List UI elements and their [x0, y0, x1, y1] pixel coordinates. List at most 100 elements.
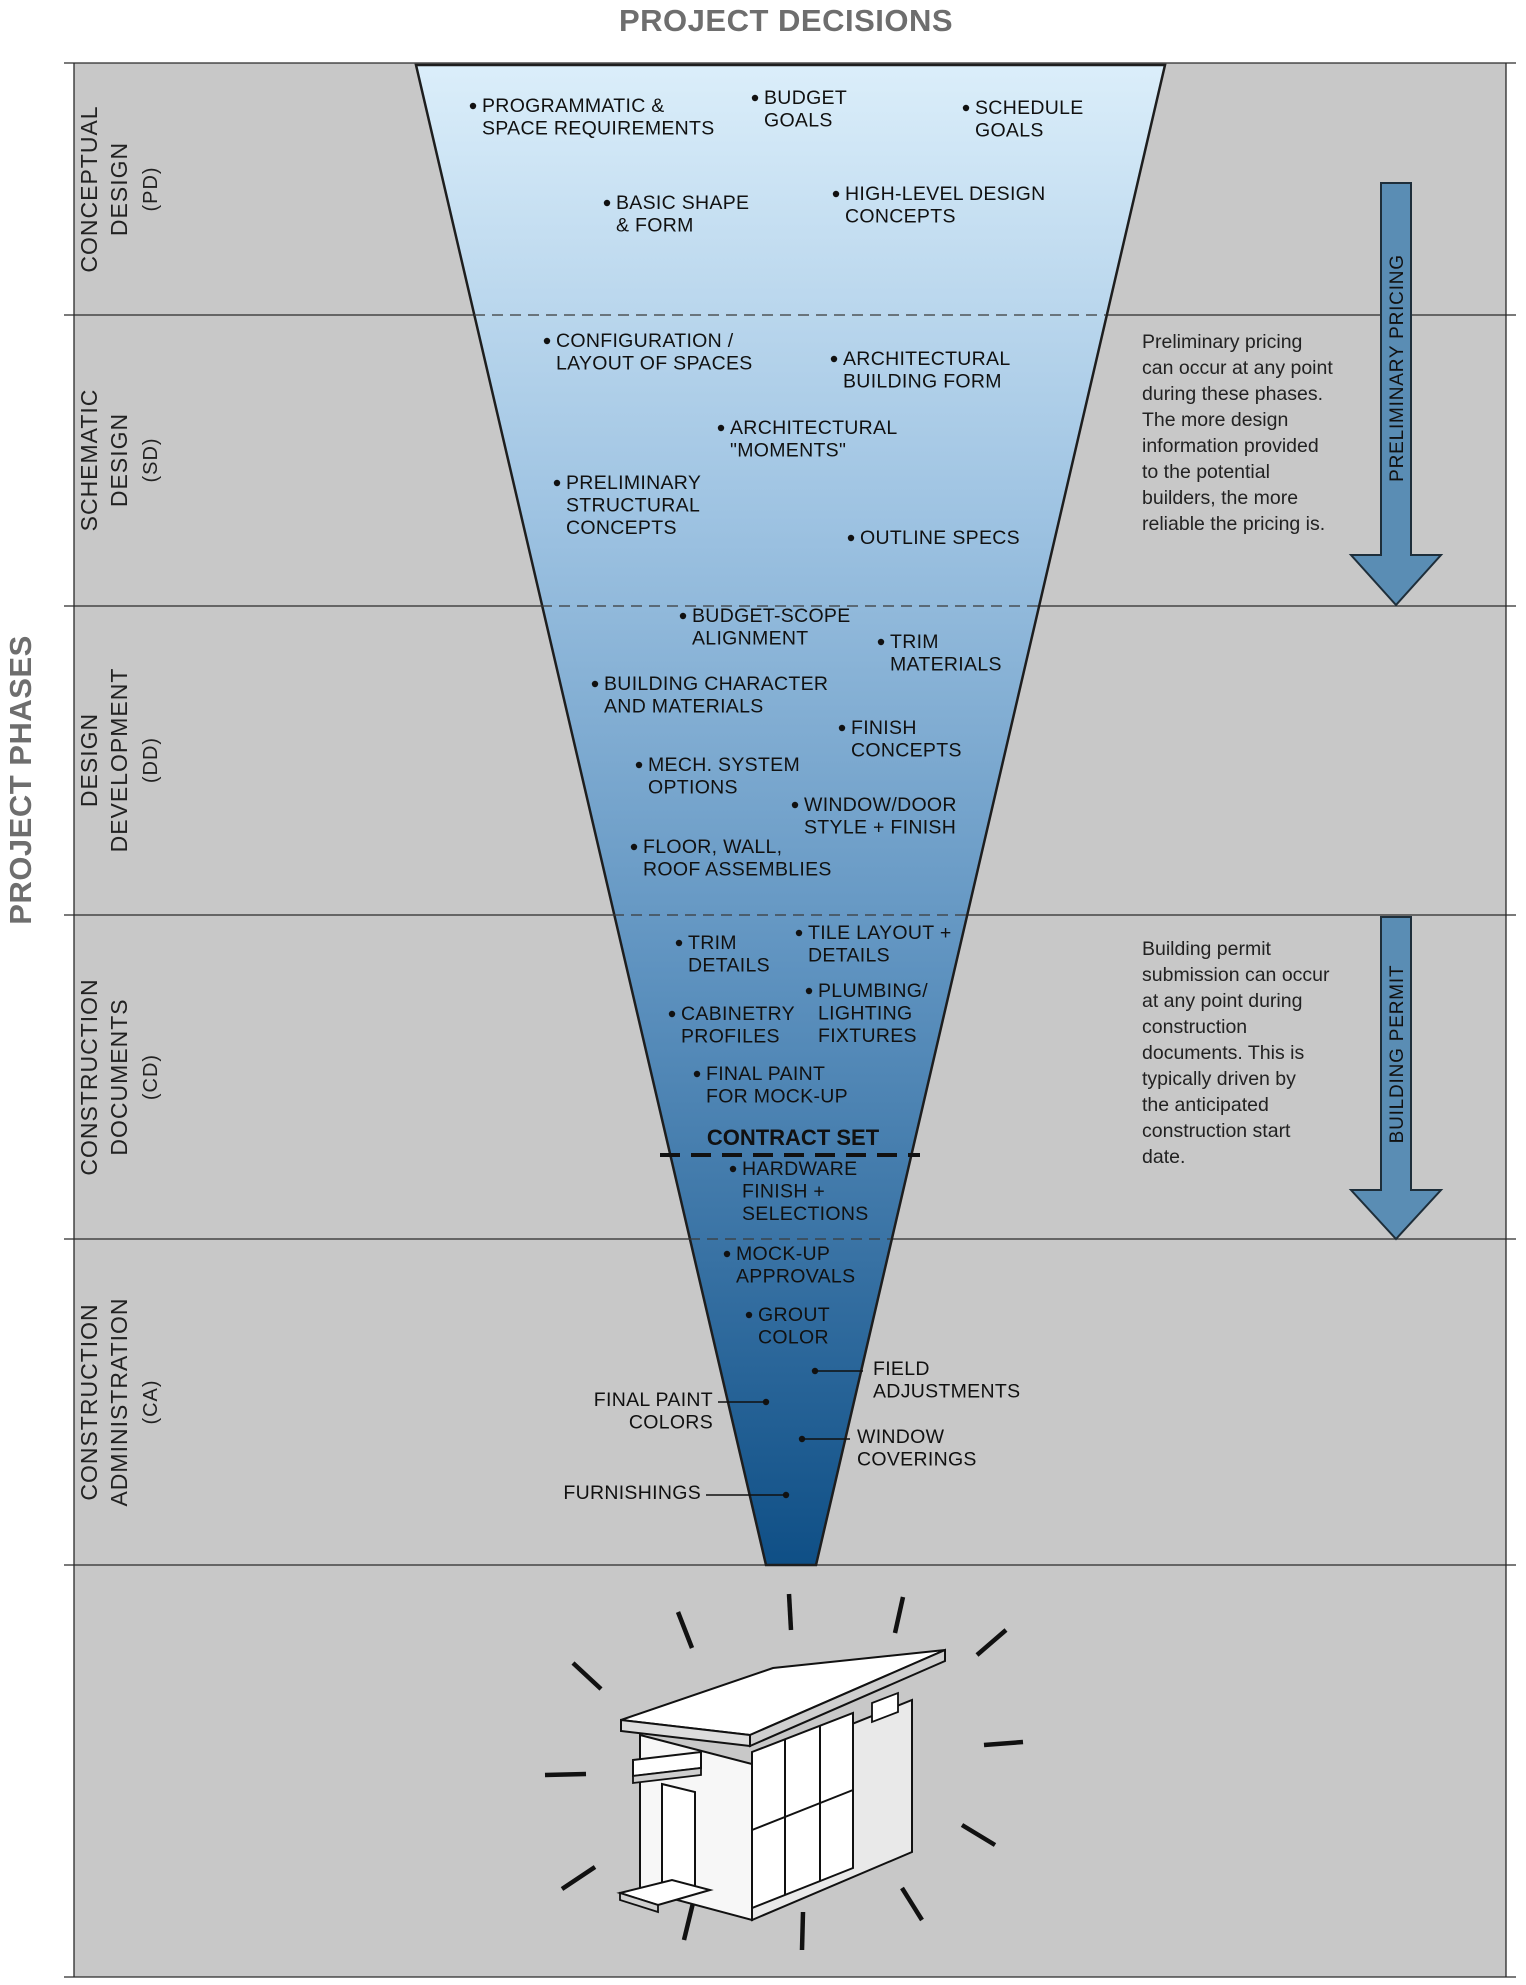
svg-text:during these phases.: during these phases. — [1142, 383, 1323, 405]
decision-item-line: ALIGNMENT — [692, 628, 808, 650]
phase-label-construction-documents: CONSTRUCTION DOCUMENTS (CD) — [76, 978, 162, 1175]
bullet-icon — [723, 1250, 731, 1258]
svg-text:DESIGN: DESIGN — [76, 713, 102, 807]
decision-item-line: HARDWARE — [742, 1158, 857, 1180]
svg-text:(PD): (PD) — [140, 166, 162, 211]
decision-item-pd-4: BASIC SHAPE& FORM — [603, 192, 749, 237]
decision-item-line: APPROVALS — [736, 1266, 855, 1288]
decision-item-line: FLOOR, WALL, — [643, 836, 782, 858]
bullet-icon — [469, 102, 477, 110]
svg-text:DEVELOPMENT: DEVELOPMENT — [106, 668, 132, 853]
decision-item-line: & FORM — [616, 215, 694, 237]
svg-text:reliable the pricing is.: reliable the pricing is. — [1142, 513, 1325, 535]
decision-item-sd-1: CONFIGURATION /LAYOUT OF SPACES — [543, 330, 753, 375]
decision-item-line: WINDOW — [857, 1426, 945, 1448]
decision-item-line: DETAILS — [688, 955, 770, 977]
phase-label-schematic: SCHEMATIC DESIGN (SD) — [76, 389, 162, 532]
decision-item-line: LAYOUT OF SPACES — [556, 353, 753, 375]
decision-items: PROGRAMMATIC &SPACE REQUIREMENTS BUDGETGO… — [469, 87, 1083, 1504]
decision-item-sd-5: OUTLINE SPECS — [847, 527, 1020, 549]
svg-text:SCHEMATIC: SCHEMATIC — [76, 389, 102, 532]
phase-label-construction-administration: CONSTRUCTION ADMINISTRATION (CA) — [76, 1297, 162, 1506]
decision-item-line: FINISH — [851, 717, 917, 739]
bullet-icon — [795, 929, 803, 937]
decision-item-line: GOALS — [975, 120, 1044, 142]
bullet-icon — [693, 1070, 701, 1078]
bullet-icon — [679, 612, 687, 620]
decision-item-line: PROFILES — [681, 1026, 780, 1048]
decision-item-line: BASIC SHAPE — [616, 192, 749, 214]
bullet-icon — [553, 479, 561, 487]
svg-text:at any point during: at any point during — [1142, 990, 1302, 1012]
decision-item-line: COVERINGS — [857, 1449, 977, 1471]
building-permit-note: Building permit submission can occur at … — [1142, 938, 1330, 1168]
decision-item-dd-7: FLOOR, WALL,ROOF ASSEMBLIES — [630, 836, 831, 881]
bullet-icon — [668, 1010, 676, 1018]
svg-text:submission can occur: submission can occur — [1142, 964, 1330, 986]
decision-item-line: LIGHTING — [818, 1003, 913, 1025]
decision-item-line: COLOR — [758, 1327, 829, 1349]
bullet-icon — [830, 355, 838, 363]
svg-text:CONCEPTUAL: CONCEPTUAL — [76, 105, 102, 272]
decision-item-line: HIGH-LEVEL DESIGN — [845, 183, 1046, 205]
decision-item-line: FIXTURES — [818, 1025, 917, 1047]
bullet-icon — [832, 190, 840, 198]
svg-text:Building permit: Building permit — [1142, 938, 1272, 960]
decision-item-line: OUTLINE SPECS — [860, 527, 1020, 549]
decision-item-line: MATERIALS — [890, 654, 1002, 676]
bullet-icon — [847, 534, 855, 542]
decision-item-line: CONCEPTS — [566, 517, 677, 539]
decision-item-line: FIELD — [873, 1358, 930, 1380]
decision-item-line: ARCHITECTURAL — [843, 348, 1011, 370]
decision-item-line: ADJUSTMENTS — [873, 1381, 1020, 1403]
decision-item-line: COLORS — [629, 1412, 713, 1434]
svg-text:(CD): (CD) — [140, 1054, 162, 1100]
bullet-icon — [791, 801, 799, 809]
phase-label-conceptual: CONCEPTUAL DESIGN (PD) — [76, 105, 162, 272]
bullet-icon — [745, 1311, 753, 1319]
bullet-icon — [805, 987, 813, 995]
decision-item-pd-1: PROGRAMMATIC &SPACE REQUIREMENTS — [469, 95, 715, 140]
decision-item-line: GOALS — [764, 110, 833, 132]
building-permit-label: BUILDING PERMIT — [1387, 965, 1408, 1144]
svg-text:date.: date. — [1142, 1146, 1185, 1168]
decision-item-line: CONCEPTS — [851, 740, 962, 762]
diagram-title: PROJECT DECISIONS — [619, 3, 953, 38]
svg-text:construction start: construction start — [1142, 1120, 1291, 1142]
decision-item-line: FINAL PAINT — [706, 1063, 825, 1085]
bullet-icon — [603, 199, 611, 207]
svg-text:CONSTRUCTION: CONSTRUCTION — [76, 1303, 102, 1500]
decision-item-cd-2: TILE LAYOUT +DETAILS — [795, 922, 951, 967]
svg-text:information provided: information provided — [1142, 435, 1319, 457]
bullet-icon — [877, 638, 885, 646]
svg-text:DOCUMENTS: DOCUMENTS — [106, 998, 132, 1155]
contract-set-label: CONTRACT SET — [707, 1125, 880, 1150]
svg-text:DESIGN: DESIGN — [106, 142, 132, 236]
decision-item-line: SPACE REQUIREMENTS — [482, 118, 715, 140]
decision-item-line: MOCK-UP — [736, 1243, 830, 1265]
building-permit-arrow: BUILDING PERMIT — [1348, 916, 1444, 1241]
svg-text:builders, the more: builders, the more — [1142, 487, 1298, 509]
decision-item-line: FOR MOCK-UP — [706, 1086, 848, 1108]
decision-item-line: BUILDING FORM — [843, 371, 1002, 393]
svg-text:(DD): (DD) — [140, 737, 162, 783]
bullet-icon — [591, 680, 599, 688]
svg-text:CONSTRUCTION: CONSTRUCTION — [76, 978, 102, 1175]
decision-item-line: FINAL PAINT — [594, 1389, 713, 1411]
decision-item-line: CONFIGURATION / — [556, 330, 734, 352]
decision-item-line: PRELIMINARY — [566, 472, 701, 494]
